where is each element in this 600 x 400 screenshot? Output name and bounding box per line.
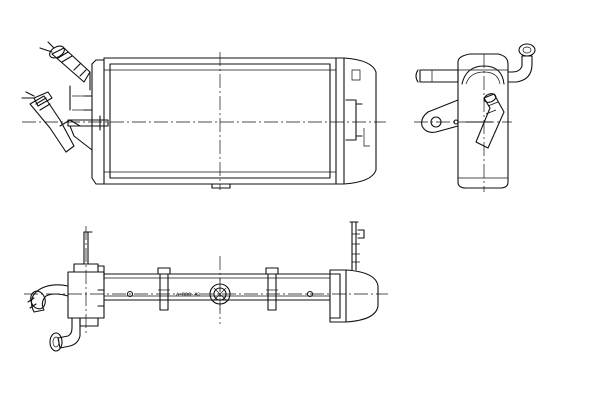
top-view-left-bracket xyxy=(83,231,93,265)
front-view-mount-bracket xyxy=(67,115,109,131)
side-view-inlet-stub xyxy=(415,69,459,83)
side-view-body xyxy=(457,53,509,189)
side-view xyxy=(414,43,536,192)
top-view-right-bracket xyxy=(349,221,365,271)
front-view-right-tank xyxy=(335,57,377,185)
top-view: A-B00-48 xyxy=(24,221,388,352)
top-view-inlet-pipe xyxy=(27,284,69,313)
front-view xyxy=(21,41,386,190)
top-view-stud-1 xyxy=(126,290,134,298)
side-view-outlet-elbow xyxy=(507,43,536,83)
top-view-bolt-left xyxy=(157,267,171,311)
top-view-left-tank xyxy=(67,263,105,327)
top-view-outlet-pipe xyxy=(49,317,81,352)
top-view-bolt-right xyxy=(265,267,279,311)
top-view-right-tank xyxy=(329,269,379,323)
side-view-inner-tube xyxy=(453,93,505,149)
top-view-core-marking: A-B00-48 xyxy=(176,292,200,298)
front-view-inlet-pipe xyxy=(39,41,91,83)
top-view-core xyxy=(103,273,331,301)
side-view-mounting-ear xyxy=(421,99,459,133)
front-view-left-tank xyxy=(69,59,105,185)
